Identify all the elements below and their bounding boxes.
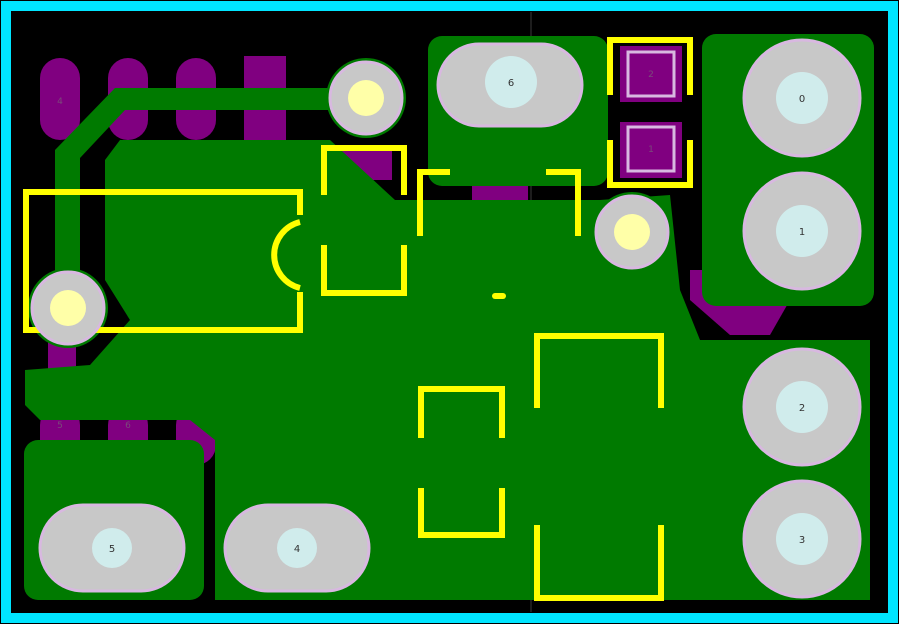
- pad-1[interactable]: 1: [742, 171, 862, 291]
- component-outline-small: [607, 37, 693, 188]
- pad-5[interactable]: 5: [38, 503, 186, 593]
- silk-mark: [492, 293, 506, 299]
- via-left[interactable]: [30, 270, 106, 346]
- pad-label: 3: [799, 535, 805, 546]
- pad-0[interactable]: 0: [742, 38, 862, 158]
- pad-label: 0: [799, 94, 805, 105]
- ic-pin-label: 6: [125, 421, 131, 431]
- pad-label: 2: [648, 70, 654, 80]
- smd-pads: 2 1 4 5 6: [57, 50, 676, 431]
- pad-2[interactable]: 2: [742, 347, 862, 467]
- pad-label: 4: [294, 544, 300, 555]
- pad-label: 6: [508, 78, 514, 89]
- ic-pin-label: 4: [57, 97, 63, 107]
- pad-6[interactable]: 6: [436, 42, 584, 128]
- component-outline-center: [417, 169, 581, 236]
- vias: [30, 60, 670, 346]
- via-top[interactable]: [328, 60, 404, 136]
- component-outline-lower-middle: [418, 386, 505, 538]
- pad-label: 2: [799, 403, 805, 414]
- pad-4[interactable]: 4: [223, 503, 371, 593]
- via-right[interactable]: [594, 194, 670, 270]
- ic-notch: [271, 219, 301, 291]
- smd-pad-1[interactable]: 1: [626, 125, 676, 173]
- pad-3[interactable]: 3: [742, 479, 862, 599]
- pad-label: 1: [799, 227, 805, 238]
- pad-label: 5: [109, 544, 115, 555]
- silkscreen-layer: [23, 37, 693, 601]
- component-outline-large: [534, 333, 664, 601]
- smd-pad-2[interactable]: 2: [626, 50, 676, 98]
- ic-pin-label: 5: [57, 421, 63, 431]
- ic-outline: [23, 189, 303, 333]
- component-outline-top-left: [321, 145, 407, 296]
- pad-label: 1: [648, 145, 654, 155]
- through-hole-pads: 6 0 1 2 3 5: [38, 38, 862, 599]
